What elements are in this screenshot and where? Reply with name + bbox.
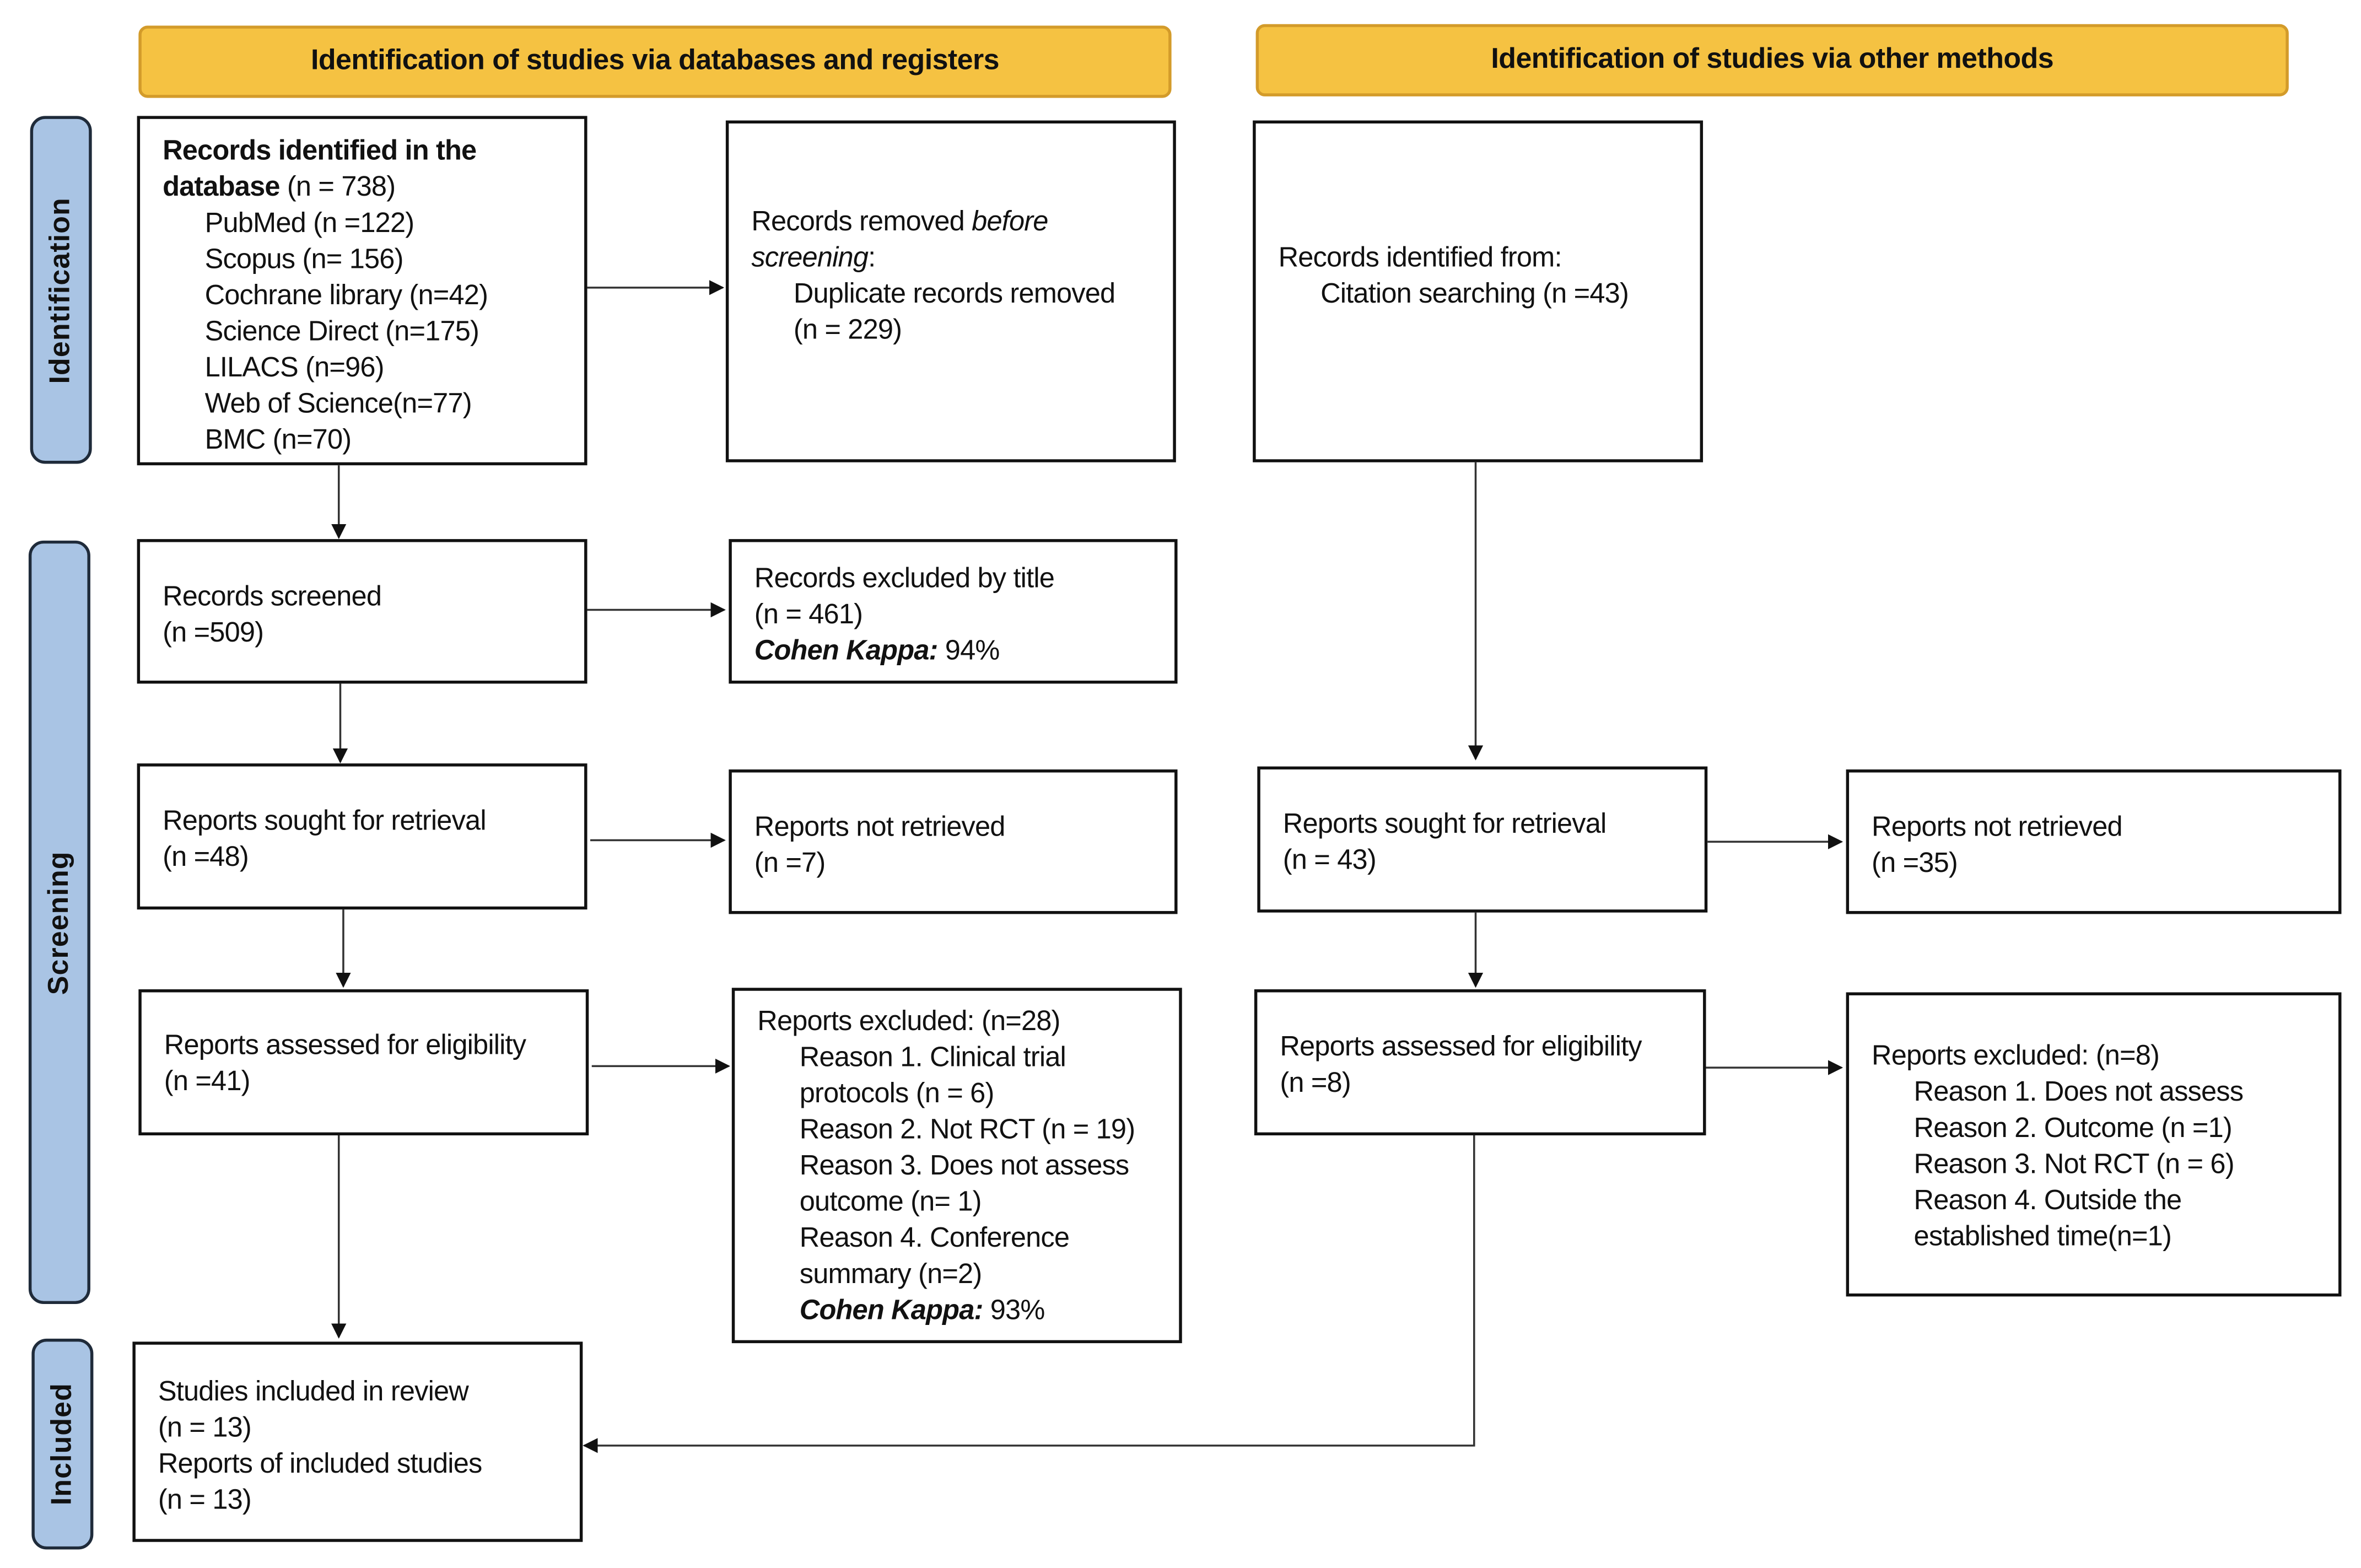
- records-screened-count: (n =509): [163, 616, 264, 648]
- exclusion-reason: Reason 1. Clinical trial: [799, 1040, 1066, 1073]
- phase-identification-label: Identification: [44, 196, 76, 384]
- phase-included: Included: [31, 1338, 94, 1550]
- excluded-title-label: Records excluded by title: [754, 562, 1055, 594]
- box-records-excluded-title: Records excluded by title (n = 461) Cohe…: [729, 539, 1178, 684]
- excluded-title-count: (n = 461): [754, 597, 863, 630]
- duplicates-removed-count: (n = 229): [793, 313, 902, 345]
- exclusion-reason: Reason 3. Does not assess: [799, 1149, 1129, 1181]
- box-reports-sought-other: Reports sought for retrieval (n = 43): [1257, 766, 1708, 913]
- reports-sought-count: (n =48): [163, 840, 249, 872]
- box-reports-not-retrieved-other: Reports not retrieved (n =35): [1846, 769, 2342, 914]
- source-item: Scopus (n= 156): [204, 242, 404, 274]
- source-item: Science Direct (n=175): [204, 315, 479, 347]
- reports-sought-label: Reports sought for retrieval: [1282, 807, 1607, 839]
- studies-included-count: (n = 13): [158, 1411, 252, 1443]
- records-removed-colon: :: [868, 241, 876, 273]
- records-screened-label: Records screened: [163, 579, 382, 612]
- exclusion-reason: Reason 2. Outcome (n =1): [1913, 1111, 2233, 1143]
- records-identified-title-2: database: [163, 170, 280, 202]
- reports-assessed-count: (n =41): [164, 1064, 251, 1096]
- exclusion-reason: Reason 2. Not RCT (n = 19): [799, 1113, 1135, 1145]
- exclusion-reason: Reason 4. Conference: [799, 1221, 1070, 1253]
- box-reports-not-retrieved-db: Reports not retrieved (n =7): [729, 769, 1178, 914]
- header-databases-label: Identification of studies via databases …: [310, 45, 1000, 77]
- kappa-label: Cohen Kappa:: [799, 1293, 984, 1325]
- phase-screening-label: Screening: [42, 850, 75, 994]
- not-retrieved-label: Reports not retrieved: [754, 810, 1006, 842]
- records-identified-from: Records identified from:: [1278, 241, 1562, 273]
- reports-sought-count: (n = 43): [1282, 843, 1377, 875]
- box-reports-excluded-db: Reports excluded: (n=28) Reason 1. Clini…: [731, 988, 1182, 1344]
- box-records-screened: Records screened (n =509): [137, 539, 587, 684]
- studies-included-label: Studies included in review: [158, 1375, 469, 1407]
- kappa-label: Cohen Kappa:: [754, 634, 939, 666]
- phase-identification: Identification: [30, 116, 92, 464]
- header-databases: Identification of studies via databases …: [138, 25, 1172, 98]
- exclusion-reason: outcome (n= 1): [799, 1185, 982, 1217]
- reports-assessed-label: Reports assessed for eligibility: [164, 1028, 526, 1060]
- phase-included-label: Included: [46, 1383, 78, 1506]
- source-item: PubMed (n =122): [204, 206, 415, 238]
- records-removed-text: Records removed: [751, 204, 972, 236]
- records-identified-count: (n = 738): [279, 170, 396, 202]
- reports-excluded-title: Reports excluded: (n=28): [757, 1004, 1060, 1036]
- records-removed-before: before: [972, 204, 1048, 236]
- box-reports-assessed-other: Reports assessed for eligibility (n =8): [1254, 989, 1706, 1136]
- reports-included-count: (n = 13): [158, 1483, 252, 1515]
- records-removed-screening: screening: [751, 241, 869, 273]
- reports-sought-label: Reports sought for retrieval: [163, 804, 487, 836]
- not-retrieved-count: (n =35): [1872, 846, 1958, 878]
- box-reports-sought-db: Reports sought for retrieval (n =48): [137, 763, 587, 910]
- citation-searching: Citation searching (n =43): [1320, 277, 1629, 309]
- source-item: LILACS (n=96): [204, 351, 385, 382]
- box-records-identified-database: Records identified in the database (n = …: [137, 116, 587, 466]
- not-retrieved-label: Reports not retrieved: [1872, 810, 2123, 842]
- kappa-value: 93%: [983, 1293, 1045, 1325]
- phase-screening: Screening: [28, 540, 90, 1305]
- box-records-identified-other: Records identified from: Citation search…: [1253, 120, 1704, 462]
- reports-assessed-label: Reports assessed for eligibility: [1280, 1030, 1642, 1062]
- header-other-methods-label: Identification of studies via other meth…: [1491, 44, 2054, 76]
- box-reports-excluded-other: Reports excluded: (n=8) Reason 1. Does n…: [1846, 992, 2342, 1297]
- source-item: Cochrane library (n=42): [204, 278, 488, 310]
- box-reports-assessed-db: Reports assessed for eligibility (n =41): [138, 989, 589, 1136]
- records-identified-title-1: Records identified in the: [163, 134, 477, 166]
- exclusion-reason: Reason 4. Outside the: [1913, 1183, 2182, 1215]
- reports-assessed-count: (n =8): [1280, 1066, 1351, 1098]
- box-records-removed: Records removed before screening: Duplic…: [725, 120, 1176, 462]
- arrow-other-assessed-to-included: [583, 1135, 1475, 1453]
- source-item: BMC (n=70): [204, 423, 352, 455]
- box-studies-included: Studies included in review (n = 13) Repo…: [132, 1341, 583, 1542]
- reports-included-label: Reports of included studies: [158, 1447, 482, 1479]
- kappa-value: 94%: [937, 634, 1000, 666]
- reports-excluded-title: Reports excluded: (n=8): [1872, 1039, 2160, 1071]
- duplicates-removed-label: Duplicate records removed: [793, 277, 1115, 309]
- exclusion-reason: Reason 1. Does not assess: [1913, 1075, 2244, 1107]
- source-item: Web of Science(n=77): [204, 387, 472, 419]
- not-retrieved-count: (n =7): [754, 846, 826, 878]
- exclusion-reason: protocols (n = 6): [799, 1076, 995, 1108]
- exclusion-reason: summary (n=2): [799, 1257, 982, 1289]
- exclusion-reason: established time(n=1): [1913, 1220, 2172, 1252]
- header-other-methods: Identification of studies via other meth…: [1255, 24, 2289, 96]
- exclusion-reason: Reason 3. Not RCT (n = 6): [1913, 1147, 2235, 1179]
